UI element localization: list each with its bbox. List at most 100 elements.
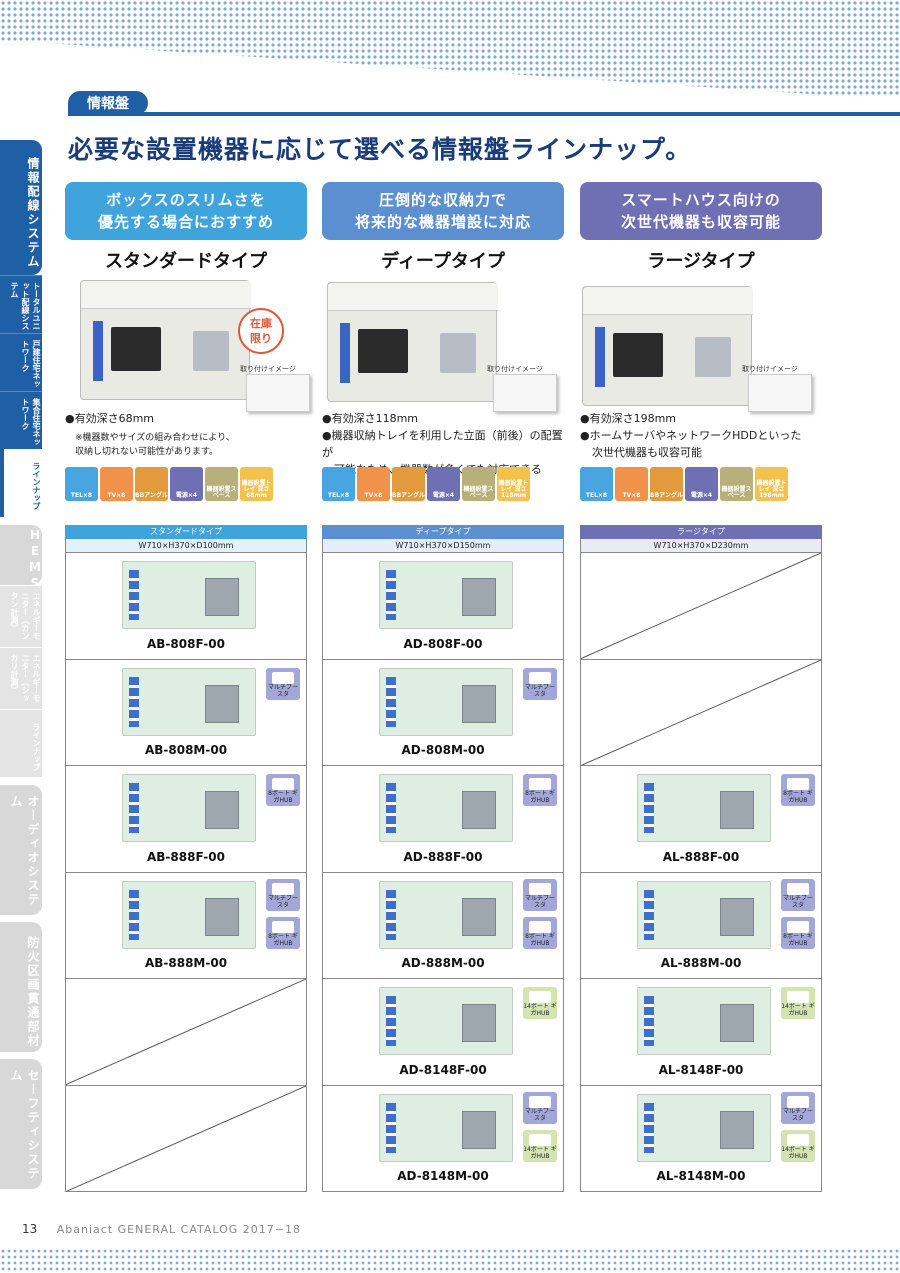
- notes-large: ●有効深さ198mm ●ホームサーバやネットワークHDDといった 次世代機器も収…: [580, 410, 830, 461]
- model-number: AD-8148F-00: [399, 1062, 487, 1077]
- side-tab-fire[interactable]: 防火区画貫通部材: [0, 922, 42, 1052]
- side-tab-safety[interactable]: セーフティシステム: [0, 1059, 42, 1189]
- cabinet-lid: [583, 287, 753, 315]
- model-number: AL-888F-00: [662, 849, 740, 864]
- tel-icon: TEL×8: [322, 467, 355, 501]
- model-cell[interactable]: マルチブースタ 14ポート ギガHUB AL-8148M-00: [580, 1085, 822, 1192]
- model-cell[interactable]: マルチブースタ AD-808M-00: [322, 659, 564, 766]
- model-cell[interactable]: 8ポート ギガHUB AB-888F-00: [65, 766, 307, 873]
- page-number: 13: [22, 1222, 38, 1236]
- hub8-badge: 8ポート ギガHUB: [523, 774, 557, 806]
- model-cell[interactable]: マルチブースタ 8ポート ギガHUB AD-888M-00: [322, 872, 564, 979]
- lineup-column-large: ラージタイプ W710×H370×D230mm 8ポート ギガHUB AL-88…: [580, 525, 822, 1192]
- cabinet-image: [327, 282, 498, 402]
- column-head: スタンダードタイプ: [65, 525, 307, 539]
- multi-booster-badge: マルチブースタ: [781, 878, 815, 911]
- device-onu: [613, 333, 663, 377]
- hub8-badge: 8ポート ギガHUB: [781, 916, 815, 949]
- unit-image: [379, 880, 513, 949]
- device-booster: [695, 337, 731, 377]
- feature-icons-large: TEL×8 TV×8 BBアングル 電源×4 機器設置スペース 機器設置トレイ …: [580, 467, 788, 503]
- model-cell[interactable]: AB-808F-00: [65, 553, 307, 660]
- tv-icon: TV×8: [615, 467, 648, 501]
- model-cell[interactable]: マルチブースタ AB-808M-00: [65, 659, 307, 766]
- model-cell[interactable]: マルチブースタ 14ポート ギガHUB AD-8148M-00: [322, 1085, 564, 1192]
- tv-icon: TV×8: [100, 467, 133, 501]
- unit-image: [379, 561, 513, 629]
- mount-image: [246, 374, 310, 412]
- feature-icons-deep: TEL×8 TV×8 BBアングル 電源×4 機器設置スペース 機器設置トレイ …: [322, 467, 530, 503]
- banner-line: 圧倒的な収納力で: [378, 191, 507, 209]
- empty-slash: [581, 659, 821, 765]
- side-tab-hems[interactable]: HEMS: [0, 525, 42, 592]
- unit-image: [379, 987, 513, 1055]
- model-cell[interactable]: AD-808F-00: [322, 553, 564, 660]
- footer: 13 Abaniact GENERAL CATALOG 2017−18: [22, 1222, 301, 1236]
- side-tab-house-network[interactable]: 戸建住宅ネットワーク: [0, 333, 42, 391]
- note-depth: ●有効深さ198mm: [580, 412, 677, 425]
- type-banner-large: スマートハウス向けの 次世代機器も収容可能: [580, 182, 822, 240]
- multi-booster-badge: マルチブースタ: [523, 878, 557, 911]
- model-number: AB-808F-00: [147, 636, 225, 651]
- device-booster: [440, 333, 476, 373]
- model-cell[interactable]: マルチブースタ 8ポート ギガHUB AL-888M-00: [580, 872, 822, 979]
- cabinet-image: [582, 286, 753, 406]
- side-tab-apartment-network[interactable]: 集合住宅ネットワーク: [0, 391, 42, 449]
- device-space-icon: 機器設置スペース: [462, 467, 495, 501]
- feature-icons-standard: TEL×8 TV×8 BBアングル 電源×4 機器設置スペース 機器設置トレイ …: [65, 467, 273, 503]
- model-cell[interactable]: 8ポート ギガHUB AL-888F-00: [580, 766, 822, 873]
- type-banner-deep: 圧倒的な収納力で 将来的な機器増設に対応: [322, 182, 564, 240]
- column-dimensions: W710×H370×D150mm: [322, 539, 564, 553]
- bb-angle-icon: BBアングル: [650, 467, 683, 501]
- model-cell[interactable]: 14ポート ギガHUB AL-8148F-00: [580, 979, 822, 1086]
- mount-image: [493, 374, 557, 412]
- model-cell[interactable]: 14ポート ギガHUB AD-8148F-00: [322, 979, 564, 1086]
- column-dimensions: W710×H370×D230mm: [580, 539, 822, 553]
- type-name-large: ラージタイプ: [647, 251, 755, 272]
- hub14-badge: 14ポート ギガHUB: [781, 1129, 815, 1162]
- section-rule: [68, 112, 900, 116]
- mount-image-label: 取り付けイメージ: [240, 365, 296, 373]
- model-cell[interactable]: マルチブースタ 8ポート ギガHUB AB-888M-00: [65, 872, 307, 979]
- side-tab-lineup-active[interactable]: ラインナップ: [0, 449, 42, 517]
- side-tab-info-wiring[interactable]: 情報配線システム: [0, 140, 42, 275]
- device-space-icon: 機器設置スペース: [720, 467, 753, 501]
- type-banner-standard: ボックスのスリムさを 優先する場合におすすめ: [65, 182, 307, 240]
- tel-icon: TEL×8: [580, 467, 613, 501]
- model-number: AL-8148F-00: [658, 1062, 744, 1077]
- multi-booster-badge: マルチブースタ: [523, 667, 557, 700]
- catalog-title: Abaniact GENERAL CATALOG 2017−18: [56, 1223, 302, 1236]
- outlet-strip: [340, 323, 350, 383]
- unit-image: [637, 774, 771, 842]
- side-tab-audio[interactable]: オーディオシステム: [0, 785, 42, 915]
- side-tab-hems-full[interactable]: エネルギーモニター（シッカリ計測）: [0, 647, 42, 709]
- lineup-column-standard: スタンダードタイプ W710×H370×D100mm AB-808F-00 マル…: [65, 525, 307, 1192]
- side-tab-hems-simple[interactable]: エネルギーモニター（カンタン計測）: [0, 585, 42, 647]
- small-note: ※機器数やサイズの組み合わせにより、: [75, 433, 235, 443]
- power-icon: 電源×4: [685, 467, 718, 501]
- note-line: 次世代機器も収容可能: [592, 446, 702, 459]
- model-cell[interactable]: 8ポート ギガHUB AD-888F-00: [322, 766, 564, 873]
- multi-booster-badge: マルチブースタ: [523, 1091, 557, 1124]
- unit-image: [637, 987, 771, 1055]
- unit-image: [379, 1093, 513, 1162]
- empty-slash: [66, 1085, 306, 1191]
- outlet-strip: [595, 327, 605, 387]
- unit-image: [379, 774, 513, 842]
- side-tab-total-unit[interactable]: トータルユニット配線システム: [0, 275, 42, 333]
- hub8-badge: 8ポート ギガHUB: [523, 916, 557, 949]
- bb-angle-icon: BBアングル: [135, 467, 168, 501]
- tray-icon: 機器設置トレイ 深さ 118mm: [497, 467, 530, 501]
- bb-angle-icon: BBアングル: [392, 467, 425, 501]
- tray-icon: 機器設置トレイ 深さ 68mm: [240, 467, 273, 501]
- multi-booster-badge: マルチブースタ: [781, 1091, 815, 1124]
- side-tab-hems-lineup[interactable]: ラインナップ: [0, 709, 42, 777]
- note-line: ●機器収納トレイを利用した立面（前後）の配置が: [322, 429, 563, 459]
- column-head: ディープタイプ: [322, 525, 564, 539]
- empty-slash: [66, 979, 306, 1085]
- section-tag: 情報盤: [68, 91, 148, 115]
- outlet-strip: [93, 321, 103, 381]
- cabinet-image: [80, 280, 251, 400]
- model-number: AL-888M-00: [660, 956, 742, 970]
- device-onu: [111, 327, 161, 371]
